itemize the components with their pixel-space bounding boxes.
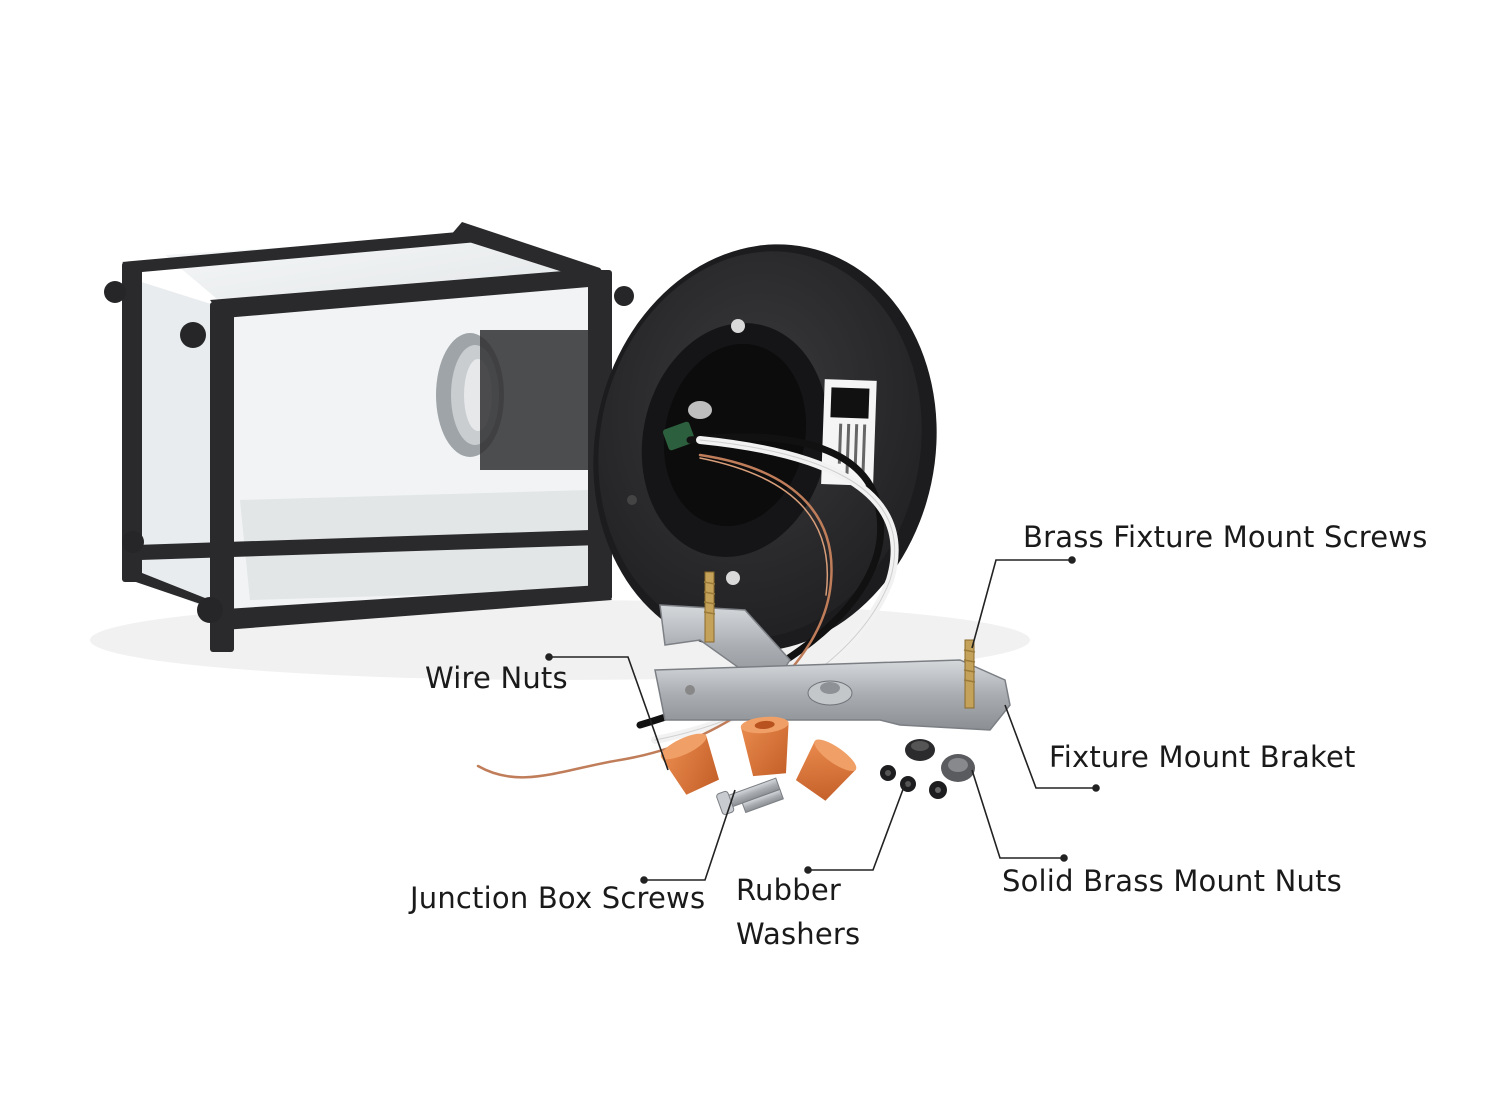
junction-screws: [716, 777, 784, 815]
label-rubber-washers-line2: Washers: [736, 917, 861, 951]
brass-nuts: [905, 739, 975, 782]
wire-nuts: [660, 716, 857, 801]
label-fixture-mount-braket: Fixture Mount Braket: [1049, 740, 1356, 774]
mount-bracket: [654, 604, 1011, 731]
label-brass-fixture-mount-screws: Brass Fixture Mount Screws: [1023, 520, 1428, 554]
label-junction-box-screws: Junction Box Screws: [410, 881, 706, 915]
brass-screws: [703, 571, 976, 709]
label-rubber-washers: Rubber Washers: [736, 868, 860, 956]
label-rubber-washers-line1: Rubber: [736, 873, 842, 907]
label-wire-nuts: Wire Nuts: [425, 661, 568, 695]
leader-lines: [545, 556, 1100, 884]
rubber-washers: [880, 765, 947, 799]
lantern-cage: [104, 222, 634, 652]
label-solid-brass-mount-nuts: Solid Brass Mount Nuts: [1002, 864, 1342, 898]
